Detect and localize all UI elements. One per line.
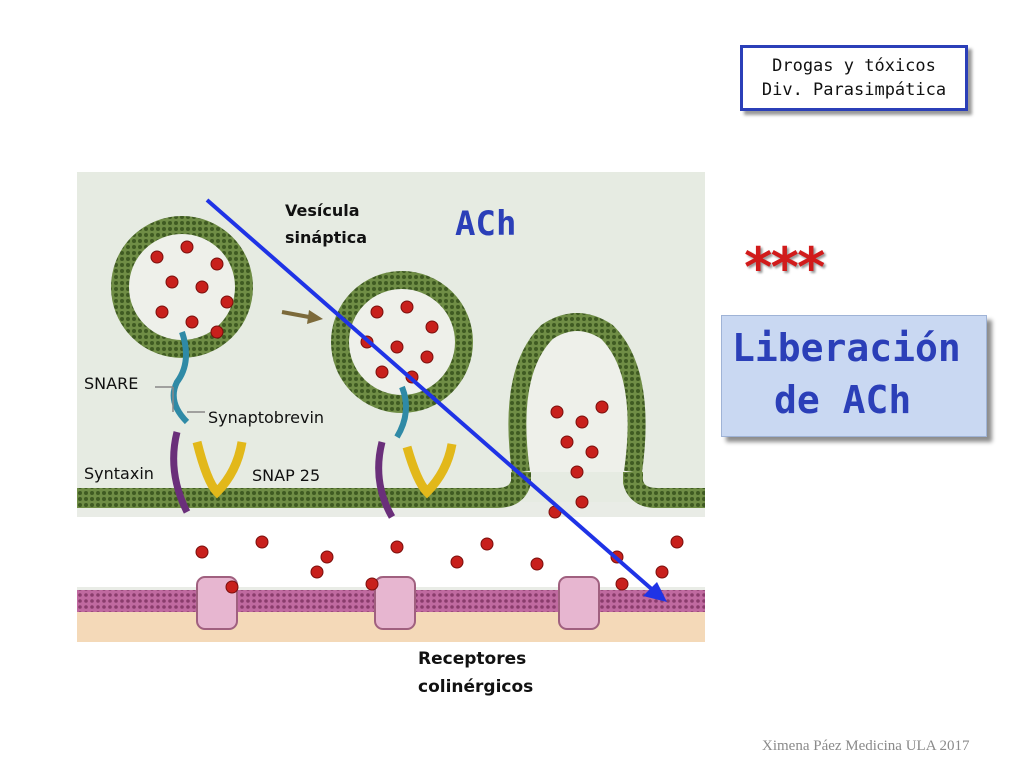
release-line-2: de ACh xyxy=(774,378,912,422)
synaptic-cleft xyxy=(77,517,705,587)
synapse-illustration xyxy=(77,172,705,642)
synapse-diagram xyxy=(77,172,705,642)
course-header-box: Drogas y tóxicos Div. Parasimpática xyxy=(740,45,968,111)
process-arrow-line xyxy=(205,198,657,594)
header-line-1: Drogas y tóxicos xyxy=(772,56,936,76)
snap25-label: SNAP 25 xyxy=(252,466,321,485)
process-arrow-head xyxy=(643,582,667,602)
footer-credit: Ximena Páez Medicina ULA 2017 xyxy=(762,738,970,754)
vesicle-fusing xyxy=(331,271,473,413)
receptors-label-line1: Receptores xyxy=(418,649,527,669)
ach-label: ACh xyxy=(455,204,517,244)
synaptobrevin-protein xyxy=(170,331,190,425)
synaptobrevin-label: Synaptobrevin xyxy=(208,408,325,427)
receptors-label: Receptores colinérgicos xyxy=(414,645,538,701)
header-line-2: Div. Parasimpática xyxy=(761,80,947,100)
vesicle-label-line2: sináptica xyxy=(285,228,368,247)
receptors xyxy=(196,576,600,630)
vesicle-exocytosis xyxy=(508,313,646,474)
snap25-protein xyxy=(192,440,247,499)
release-box: Liberación de ACh xyxy=(721,315,987,437)
emphasis-stars: *** xyxy=(742,236,828,299)
syntaxin-protein xyxy=(170,431,191,514)
ach-molecules xyxy=(150,240,684,594)
vesicle-label: Vesícula sináptica xyxy=(285,197,367,251)
syntaxin-label: Syntaxin xyxy=(84,464,154,483)
release-line-1: Liberación xyxy=(732,326,961,370)
receptors-label-line2: colinérgicos xyxy=(418,677,534,697)
vesicle-label-line1: Vesícula xyxy=(285,201,360,220)
presynaptic-membrane xyxy=(77,472,705,508)
snare-label: SNARE xyxy=(84,374,139,393)
